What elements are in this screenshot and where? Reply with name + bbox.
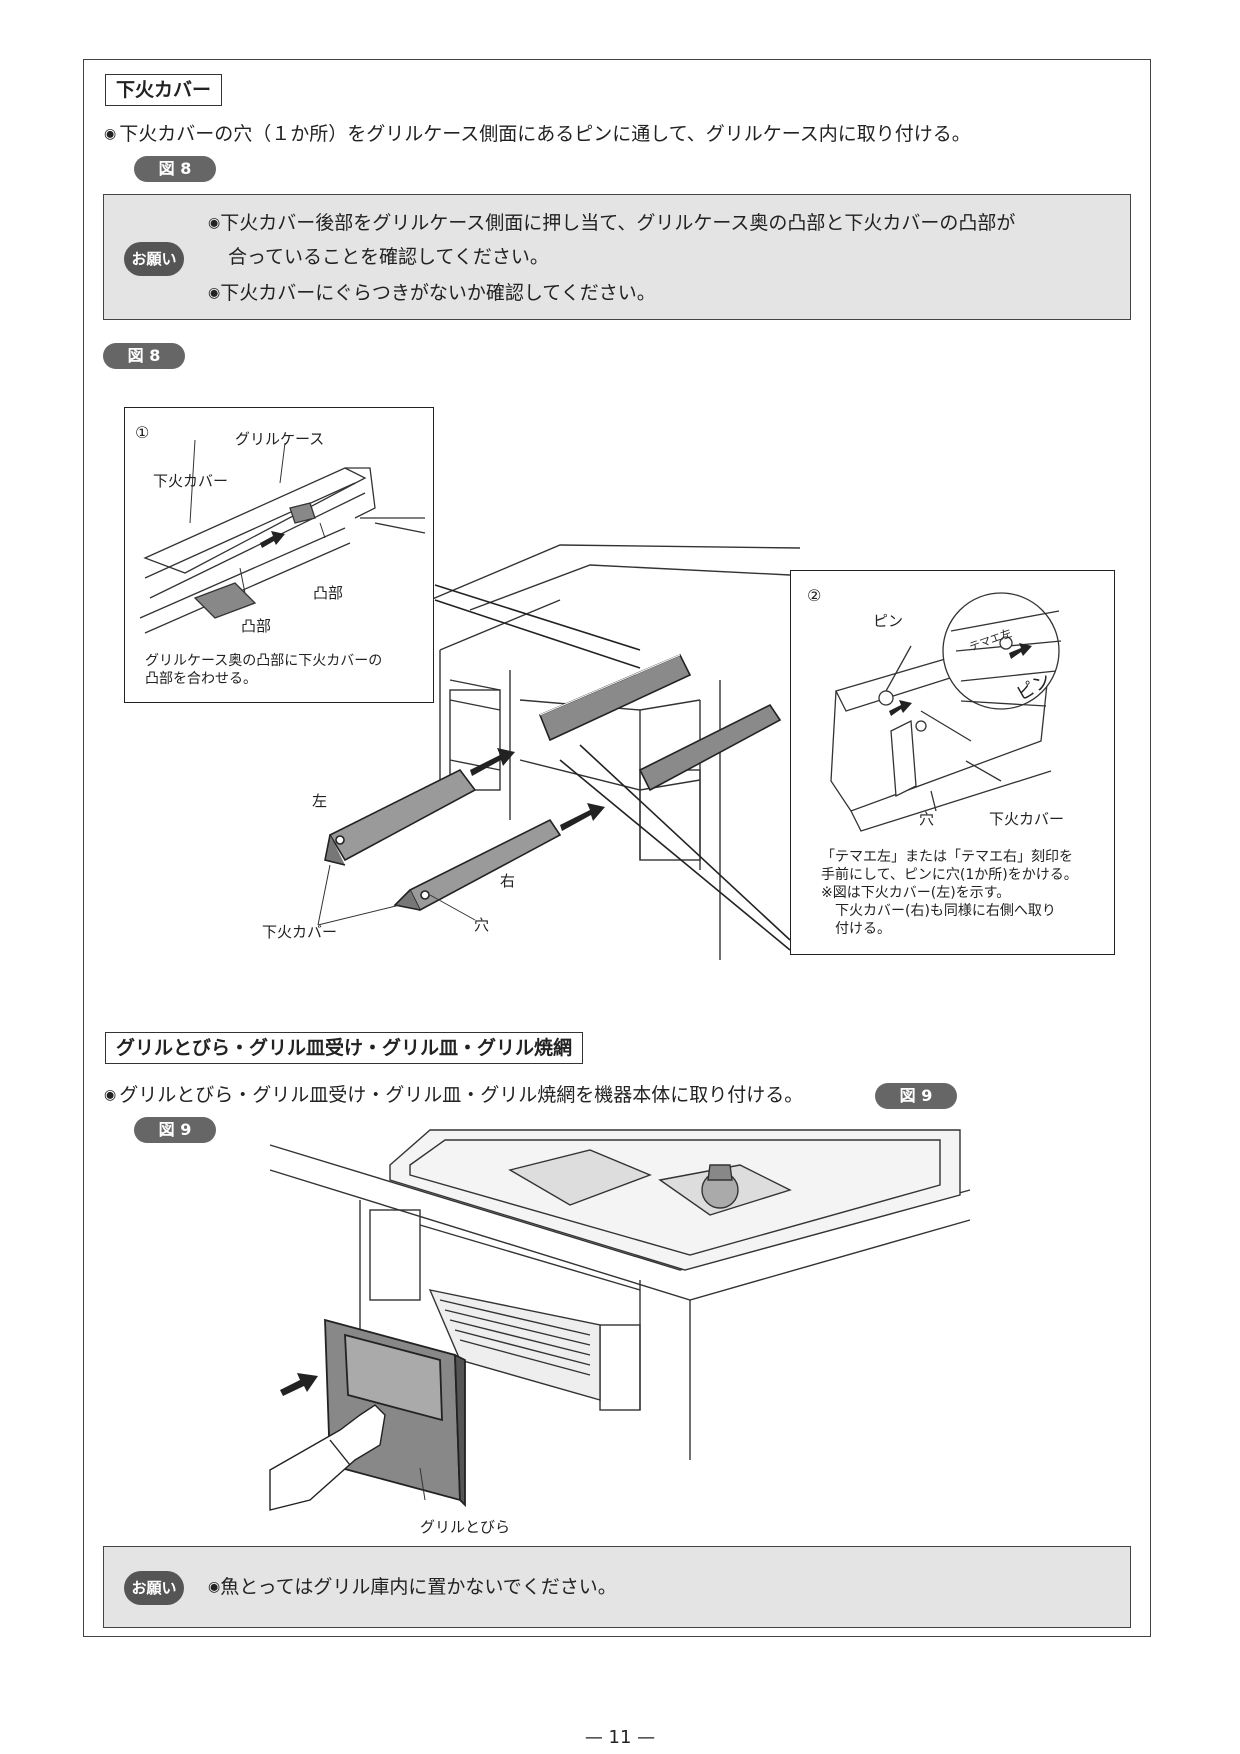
inset-2-caption-1: 「テマエ左」または「テマエ右」刻印を [821,849,1073,865]
bullet-icon: ◉ [208,1579,221,1595]
instruction-text: 下火カバーの穴（１か所）をグリルケース側面にあるピンに通して、グリルケース内に取… [119,123,971,145]
cover-piece-top [538,653,692,742]
label-right: 右 [500,872,515,890]
label-hole-inset: 穴 [919,810,934,828]
page-number: — 11 — [584,1727,656,1748]
leader-lines [317,864,476,926]
cover-piece-right-back [638,703,782,792]
inset-2-drawing: ② ピン ピン テマエ左 穴 下火カバー 「テマエ左」または「テマエ右」刻印を … [807,586,1078,937]
label-lower-cover-inset-2: 下火カバー [989,810,1064,828]
right-cover-piece [393,818,562,912]
inset-2-number: ② [807,586,821,605]
label-pin: ピン [873,612,903,630]
push-arrow [280,1373,318,1396]
figure-8-badge: 図 8 [103,343,185,369]
figure-9-inline-badge: 図 9 [875,1083,957,1109]
inset-2-caption-3: ※図は下火カバー(左)を示す。 [821,885,1010,901]
bullet-icon: ◉ [208,285,221,301]
instruction-grill-parts: ◉グリルとびら・グリル皿受け・グリル皿・グリル焼網を機器本体に取り付ける。 [104,1081,803,1109]
inset-1-caption-1: グリルケース奥の凸部に下火カバーの [145,652,382,669]
inset-2-caption-2: 手前にして、ピンに穴(1か所)をかける。 [821,866,1078,883]
insert-arrows [470,748,605,831]
label-grill-door: グリルとびら [420,1518,511,1536]
figure-ref-badge: 図 8 [134,156,216,182]
figure-9-illustration [269,1129,971,1511]
section-title-grill-parts: グリルとびら・グリル皿受け・グリル皿・グリル焼網 [105,1032,584,1064]
inset-2-caption-4: 下火カバー(右)も同様に右側へ取り [835,903,1056,919]
section-title-lower-burner-cover: 下火カバー [105,74,223,106]
label-lower-cover: 下火カバー [262,923,337,941]
label-lower-cover-inset: 下火カバー [153,472,228,490]
left-cover-piece [324,768,477,866]
inset-1-number: ① [135,423,149,442]
onegai-badge: お願い [124,242,184,276]
inset-2-box: ② ピン ピン テマエ左 穴 下火カバー 「テマエ左」または「テマエ右」刻印を … [790,570,1115,955]
inset-1-caption-2: 凸部を合わせる。 [145,671,257,687]
bullet-icon: ◉ [208,215,221,231]
caution-line-2: ◉下火カバーにぐらつきがないか確認してください。 [208,275,656,311]
page-frame [83,59,1151,1637]
instruction-text: グリルとびら・グリル皿受け・グリル皿・グリル焼網を機器本体に取り付ける。 [119,1084,804,1106]
grill-door [324,1318,466,1508]
caution-line-1: ◉下火カバー後部をグリルケース側面に押し当て、グリルケース奥の凸部と下火カバーの… [208,205,1015,241]
caution-text: 下火カバー後部をグリルケース側面に押し当て、グリルケース奥の凸部と下火カバーの凸… [220,212,1016,234]
figure-9-badge: 図 9 [134,1117,216,1143]
onegai-badge: お願い [124,1571,184,1605]
caution-line-1b: 合っていることを確認してください。 [228,246,549,268]
caution-fish-tongs: ◉魚とってはグリル庫内に置かないでください。 [208,1569,617,1605]
caution-box-2: お願い ◉魚とってはグリル庫内に置かないでください。 [103,1546,1131,1628]
bullet-icon: ◉ [104,1087,117,1103]
caution-text: 下火カバーにぐらつきがないか確認してください。 [220,282,656,304]
label-bump-2: 凸部 [241,617,271,635]
caution-box-1: お願い ◉下火カバー後部をグリルケース側面に押し当て、グリルケース奥の凸部と下火… [103,194,1131,320]
counter-drawing [429,544,801,960]
label-grill-case: グリルケース [235,430,324,448]
inset-2-caption-5: 付ける。 [835,921,891,937]
inset-1-drawing: ① グリルケース 下火カバー 凸部 凸部 グリルケース奥の凸部に下火カバーの 凸… [135,423,426,687]
hand-drawing [269,1404,386,1511]
caution-text: 魚とってはグリル庫内に置かないでください。 [220,1576,617,1598]
label-bump-1: 凸部 [313,584,343,602]
bullet-icon: ◉ [104,126,117,142]
label-hole: 穴 [474,916,489,934]
inset-1-box: ① グリルケース 下火カバー 凸部 凸部 グリルケース奥の凸部に下火カバーの 凸… [124,407,434,703]
figure-8-illustration: 左 右 下火カバー 穴 [262,544,801,960]
inset-connector-lines [434,584,791,951]
instruction-lower-cover: ◉下火カバーの穴（１か所）をグリルケース側面にあるピンに通して、グリルケース内に… [104,120,971,148]
label-left: 左 [312,792,327,810]
